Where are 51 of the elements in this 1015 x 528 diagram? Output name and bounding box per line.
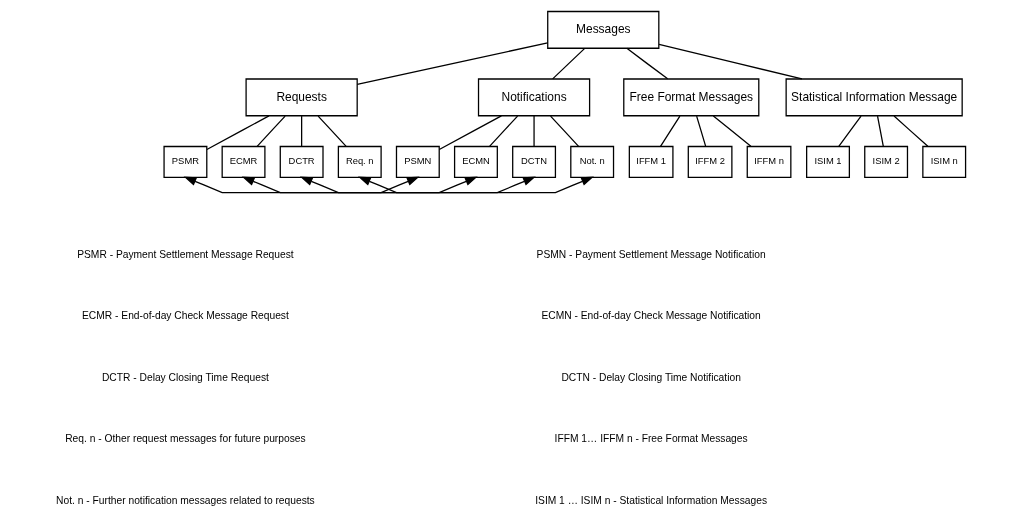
arrow [299,176,536,194]
connector [625,47,668,80]
label: DCTR - Delay Closing Time Request [101,371,269,383]
label: Req. n - Other request messages for future purposes [64,433,306,445]
label: PSMN - Payment Settlement Message Notification [536,248,766,260]
arrow [357,176,594,194]
node-box: Not. n [569,145,614,178]
arrow [183,176,420,194]
node-box: Req. n [337,145,382,178]
connector [438,115,502,151]
node-box: Notifications [477,78,590,117]
node-box: ISIM 2 [863,145,908,178]
node-box: Messages [546,10,659,49]
connector [551,47,585,80]
connector [712,115,751,147]
node-box: IFFM n [746,145,791,178]
node-box: ECMN [453,145,498,178]
connector [205,115,270,151]
label: IFFM 1… IFFM n - Free Format Messages [554,433,748,445]
node-box: IFFM 2 [687,145,732,178]
connector [317,115,347,147]
node-box: ISIM 1 [805,145,850,178]
connector [256,115,286,147]
node-box: DCTN [511,145,556,178]
connector [876,115,884,147]
node-box: DCTR [279,145,324,178]
connector [837,115,862,147]
label: ISIM 1 … ISIM n - Statistical Information Messages [534,494,767,506]
connector [659,115,681,147]
node-box: Statistical Information Message [785,78,963,117]
connector [532,115,535,147]
label: Not. n - Further notification messages related to requests [55,494,315,506]
connector [300,115,302,147]
connector [549,115,579,147]
arrow [241,176,478,194]
node-box: ECMR [221,145,266,178]
label: ECMR - End-of-day Check Message Request [81,310,289,322]
node-box: PSMN [395,145,440,178]
connector [657,43,803,80]
connector [356,42,548,86]
node-box: IFFM 1 [628,145,674,178]
node-box: Requests [244,78,358,117]
label: ECMN - End-of-day Check Message Notification [540,310,761,322]
node-box: ISIM n [921,145,966,178]
node-box: PSMR [162,145,207,178]
node-box: Free Format Messages [622,78,759,117]
connector [892,115,928,147]
label: DCTN - Delay Closing Time Notification [560,371,741,383]
label: PSMR - Payment Settlement Message Request [76,248,294,260]
connector [488,115,518,147]
connector [695,115,706,147]
